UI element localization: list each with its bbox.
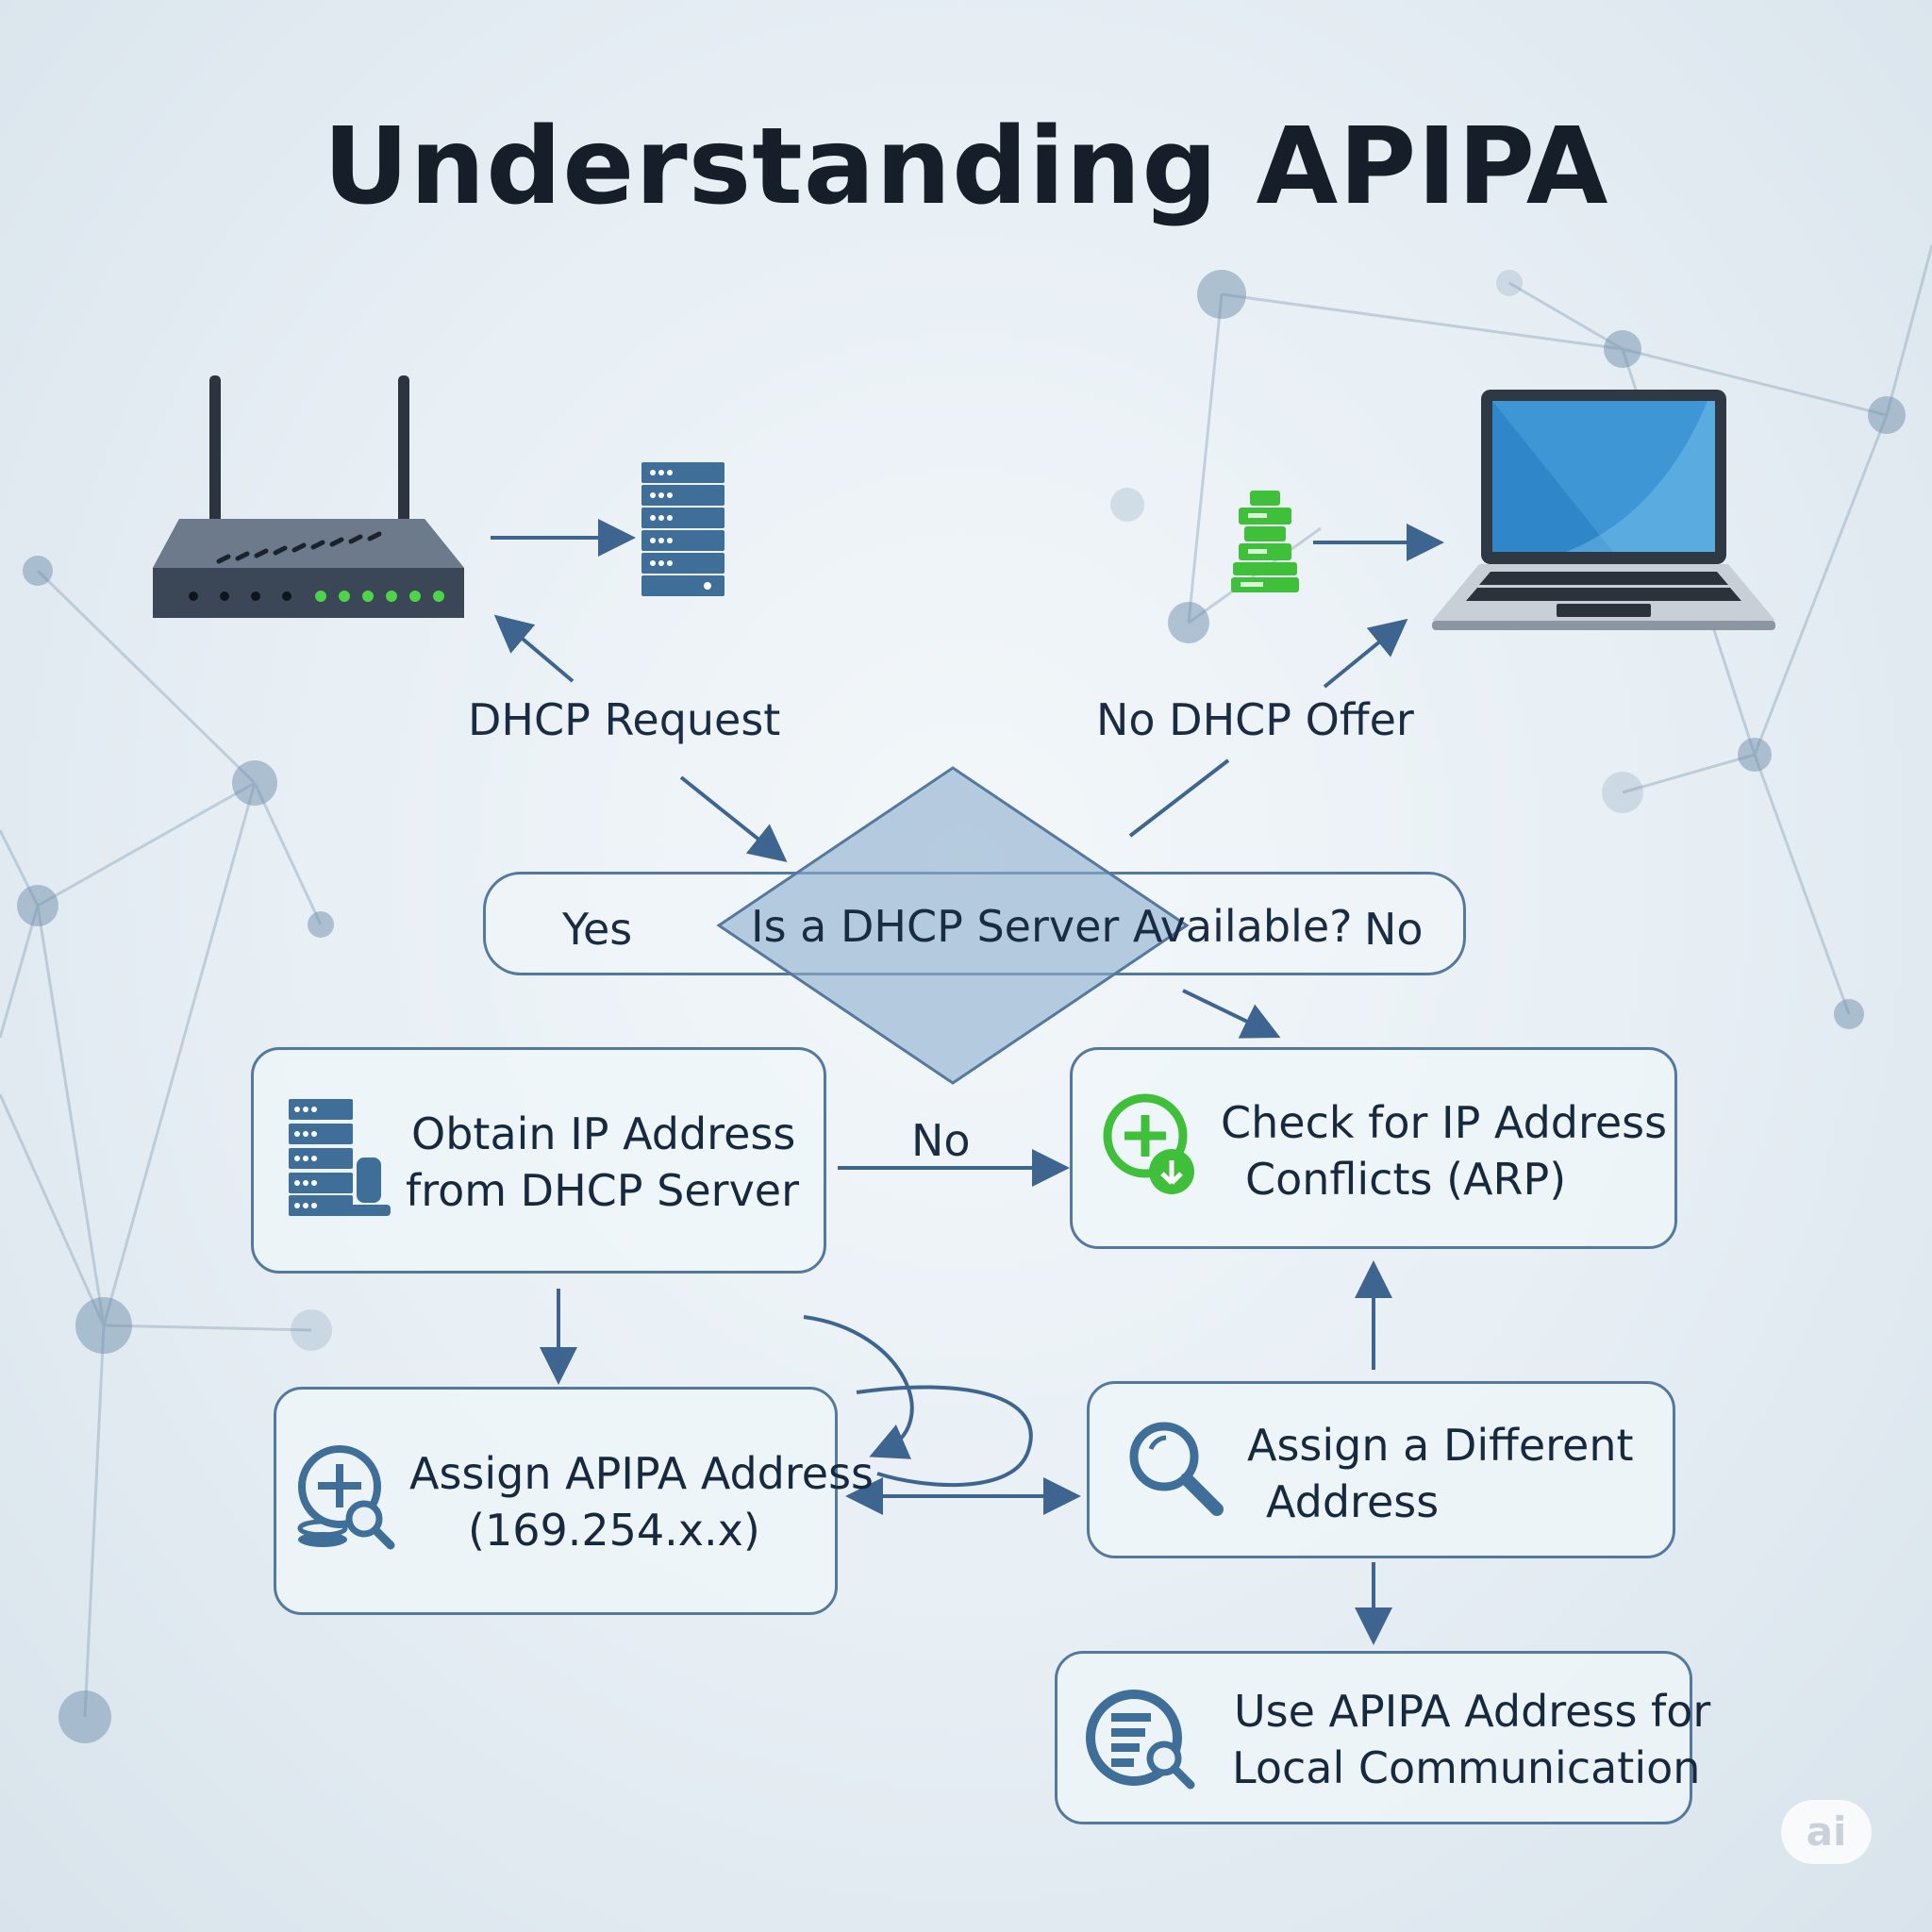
assign-apipa-line1: Assign APIPA Address xyxy=(409,1448,874,1499)
database-search-icon xyxy=(1086,1690,1195,1790)
obtain-ip-line2: from DHCP Server xyxy=(406,1165,800,1216)
router-icon xyxy=(153,375,464,618)
laptop-icon xyxy=(1432,390,1775,630)
assign-different-box xyxy=(1087,1381,1675,1558)
decision-diamond xyxy=(716,766,1190,1085)
page-title: Understanding APIPA xyxy=(323,106,1609,228)
use-apipa-line1: Use APIPA Address for xyxy=(1234,1686,1711,1737)
server-rack-icon xyxy=(641,462,724,596)
ai-badge: ai xyxy=(1781,1800,1872,1864)
server-user-icon xyxy=(289,1099,391,1216)
magnifier-icon xyxy=(1129,1422,1224,1516)
use-apipa-box xyxy=(1055,1651,1692,1824)
yes-label: Yes xyxy=(562,904,633,955)
assign-different-line1: Assign a Different xyxy=(1247,1420,1634,1471)
assign-apipa-line2: (169.254.x.x) xyxy=(468,1505,760,1556)
no-dhcp-offer-label: No DHCP Offer xyxy=(1096,694,1414,745)
decision-question: Is a DHCP Server Available? xyxy=(751,901,1353,952)
green-server-icon xyxy=(1231,491,1299,592)
add-network-icon xyxy=(1103,1093,1194,1194)
check-conflicts-line2: Conflicts (ARP) xyxy=(1245,1154,1567,1205)
check-conflicts-line1: Check for IP Address xyxy=(1221,1097,1668,1148)
use-apipa-line2: Local Communication xyxy=(1232,1742,1701,1793)
no-label-right: No xyxy=(1364,904,1424,955)
check-conflicts-box xyxy=(1070,1047,1677,1249)
dhcp-request-label: DHCP Request xyxy=(468,694,781,745)
no-label-middle: No xyxy=(911,1115,971,1166)
assign-different-line2: Address xyxy=(1266,1476,1440,1527)
obtain-ip-line1: Obtain IP Address xyxy=(411,1108,796,1159)
add-search-icon xyxy=(297,1445,395,1550)
